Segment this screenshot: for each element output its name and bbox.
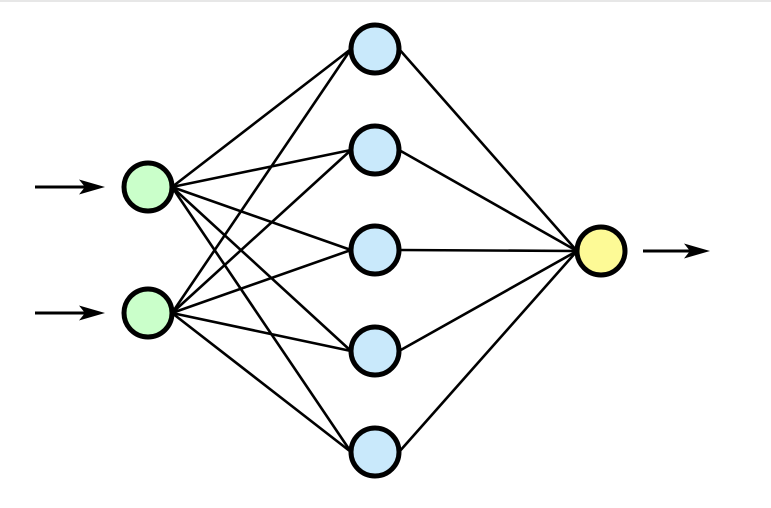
hidden-node [348,123,402,177]
connection-line-input-to-hidden [170,186,353,453]
connection-line-input-to-hidden [170,48,353,314]
connection-line-input-to-hidden [171,149,352,314]
hidden-node [348,425,402,479]
connection-line-hidden-to-output [398,249,578,353]
input-node [121,286,175,340]
output-arrow-head-icon [684,243,710,259]
connection-line-hidden-to-output [398,250,578,453]
connection-line-input-to-hidden [171,185,352,252]
hidden-node [348,223,402,277]
connection-line-input-to-hidden [171,311,352,353]
connection-line-input-to-hidden [171,148,352,189]
input-arrow-2-head-icon [79,305,105,321]
window-top-border [0,0,771,2]
hidden-node [348,324,402,378]
input-node [121,160,175,214]
output-node [574,224,628,278]
connection-line-hidden-to-output [398,148,578,253]
connection-line-hidden-to-output [398,48,578,252]
connection-line-input-to-hidden [171,186,352,352]
connection-line-hidden-to-output [398,248,578,253]
connection-line-input-to-hidden [171,248,352,315]
connection-line-input-to-hidden [171,311,352,454]
connection-line-input-to-hidden [171,47,352,189]
input-arrow-1-head-icon [79,179,105,195]
hidden-node [348,22,402,76]
